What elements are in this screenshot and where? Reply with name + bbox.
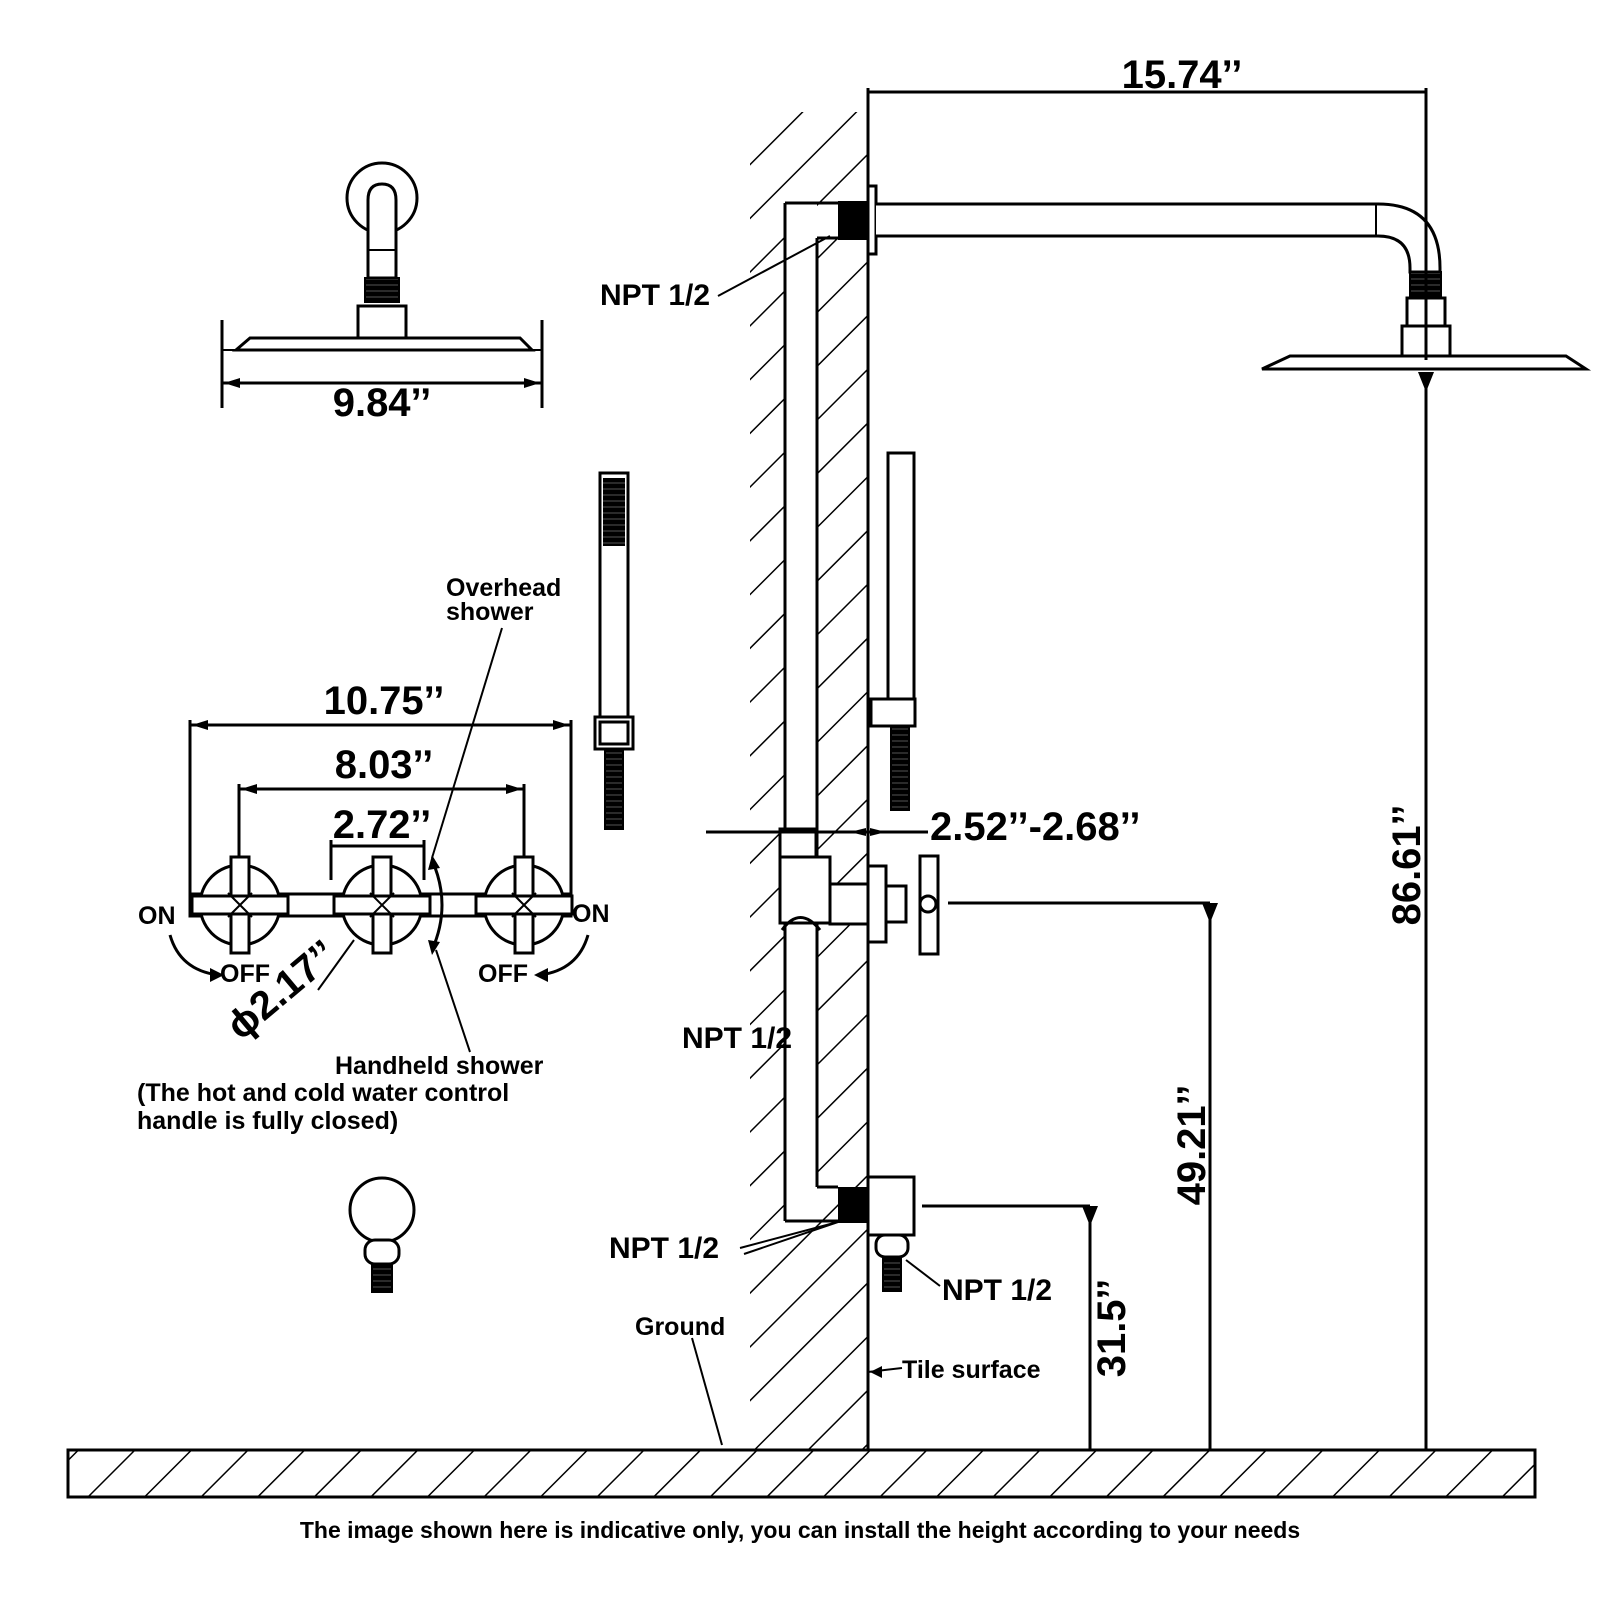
- ground-slab: [66, 1448, 1537, 1499]
- label-ground: Ground: [635, 1313, 725, 1341]
- npt-fitting-bottom: [838, 1187, 868, 1223]
- label-on-left: ON: [138, 902, 176, 930]
- dim-total-width: 10.75’’: [324, 679, 445, 723]
- dimension-lines: [691, 88, 1434, 1450]
- valve-handles-front: [168, 627, 590, 1053]
- mixing-valve-side: [778, 827, 940, 956]
- label-npt-bottom-left: NPT 1/2: [609, 1232, 719, 1265]
- dim-handle-spacing: 8.03’’: [335, 743, 434, 787]
- label-handheld: Handheld shower: [335, 1052, 544, 1080]
- wall-elbow-side: [866, 1175, 916, 1292]
- label-handle-note-1: (The hot and cold water control: [137, 1079, 509, 1107]
- npt-leaders: [717, 235, 941, 1287]
- label-off-right: OFF: [478, 960, 528, 988]
- label-off-left: OFF: [220, 960, 270, 988]
- label-tile-surface: Tile surface: [902, 1356, 1041, 1384]
- label-handle-note-2: handle is fully closed): [137, 1107, 398, 1135]
- label-overhead-line2: shower: [446, 598, 534, 626]
- dim-wall-depth: 2.52’’-2.68’’: [930, 805, 1141, 849]
- dim-arm-length: 15.74’’: [1122, 53, 1243, 97]
- label-npt-bottom-right: NPT 1/2: [942, 1274, 1052, 1307]
- hand-shower-standalone: [593, 471, 635, 830]
- footer-note: The image shown here is indicative only,…: [300, 1517, 1300, 1543]
- label-overhead-line1: Overhead: [446, 574, 561, 602]
- label-on-right: ON: [572, 900, 610, 928]
- wall-elbow-front: [348, 1176, 416, 1293]
- dim-valve-height: 49.21’’: [1170, 1085, 1214, 1206]
- in-wall-pipe: [783, 201, 868, 1223]
- dim-outlet-height: 31.5’’: [1090, 1279, 1134, 1378]
- dim-head-diameter: 9.84’’: [333, 381, 432, 425]
- shower-head-front: [220, 161, 544, 408]
- label-npt-mid: NPT 1/2: [682, 1022, 792, 1055]
- npt-fitting-top: [838, 201, 868, 240]
- dim-center-width: 2.72’’: [333, 803, 432, 847]
- hand-shower-mounted: [869, 451, 917, 811]
- shower-arm-side: [866, 184, 1592, 371]
- label-npt-top: NPT 1/2: [600, 279, 710, 312]
- dim-head-height: 86.61’’: [1385, 805, 1429, 926]
